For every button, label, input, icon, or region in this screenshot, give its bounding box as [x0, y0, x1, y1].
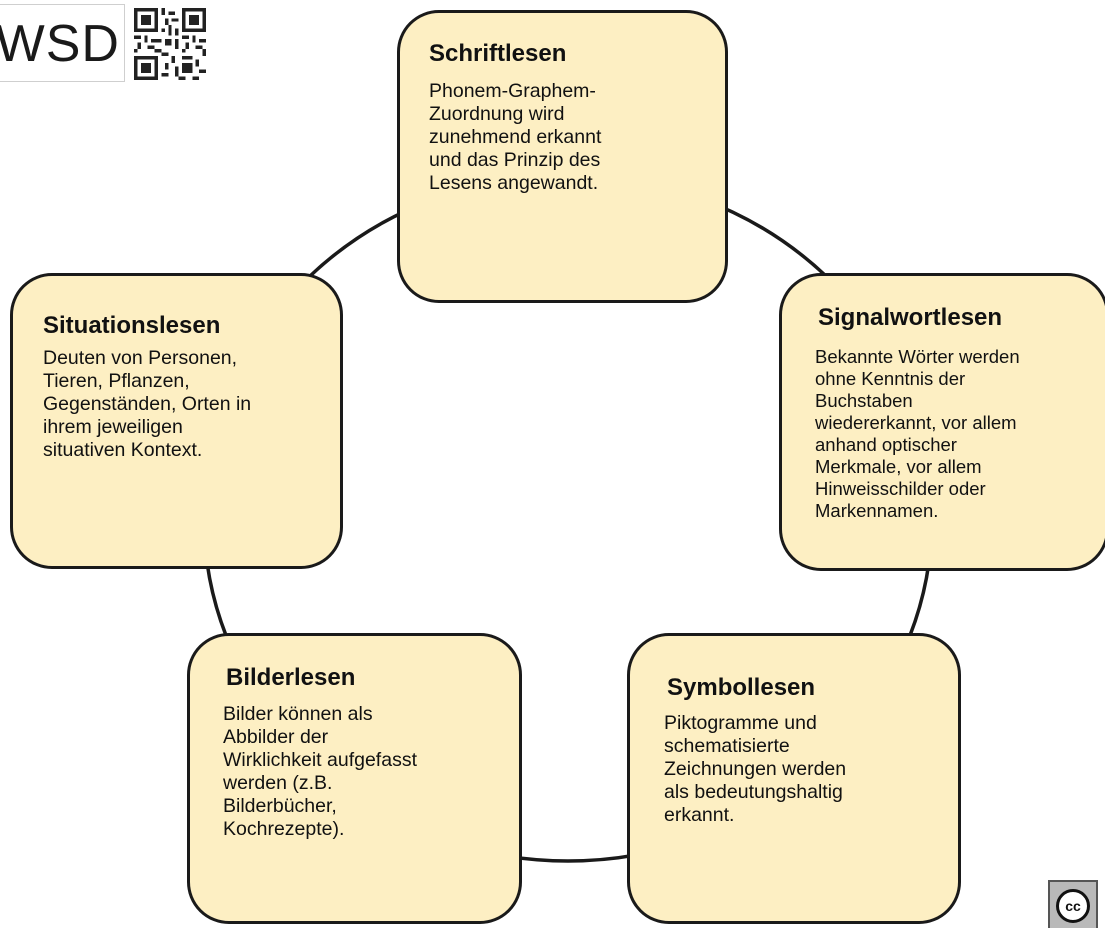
stage-description: Phonem-Graphem- Zuordnung wird zunehmend…	[429, 80, 602, 194]
qr-code-icon	[134, 8, 206, 80]
stage-title: Schriftlesen	[429, 40, 567, 67]
stage-box-situationslesen: Situationslesen Deuten von Personen, Tie…	[10, 273, 343, 569]
stage-description: Bilder können als Abbilder der Wirklichk…	[223, 703, 417, 840]
logo-text: WSD	[0, 15, 120, 73]
stage-box-symbollesen: Symbollesen Piktogramme und schematisier…	[627, 633, 961, 924]
stage-box-signalwortlesen: Signalwortlesen Bekannte Wörter werden o…	[779, 273, 1105, 571]
stage-title: Signalwortlesen	[818, 304, 1003, 331]
wsd-logo: WSD	[0, 4, 125, 82]
creative-commons-icon: cc	[1056, 889, 1090, 923]
stage-box-schriftlesen: Schriftlesen Phonem-Graphem- Zuordnung w…	[397, 10, 728, 303]
stage-description: Piktogramme und schematisierte Zeichnung…	[664, 712, 847, 826]
stage-box-bilderlesen: Bilderlesen Bilder können als Abbilder d…	[187, 633, 522, 924]
stage-description: Bekannte Wörter werden ohne Kenntnis der…	[815, 346, 1020, 521]
stage-title: Situationslesen	[43, 312, 221, 339]
stage-description: Deuten von Personen, Tieren, Pflanzen, G…	[43, 347, 252, 461]
creative-commons-badge: cc	[1048, 880, 1098, 928]
stage-title: Symbollesen	[667, 674, 816, 701]
stage-title: Bilderlesen	[226, 664, 356, 691]
